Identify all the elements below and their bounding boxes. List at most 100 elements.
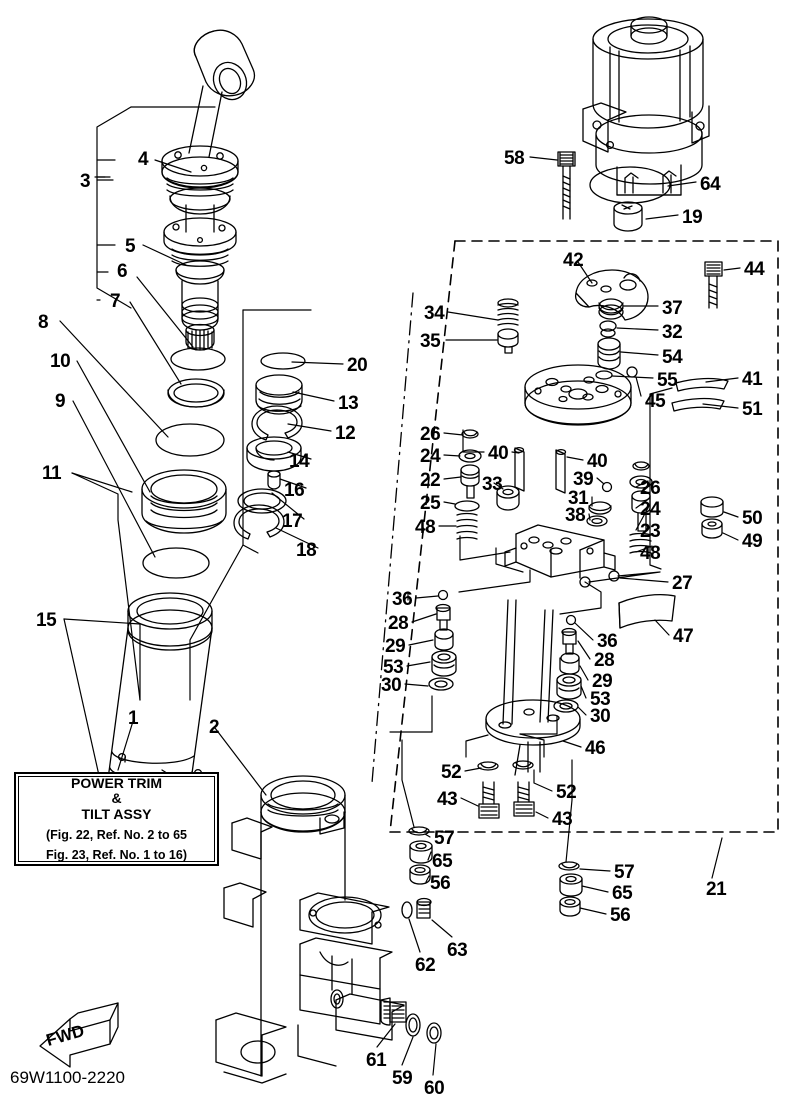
diagram-part-number: 69W1100-2220	[10, 1068, 125, 1087]
callout-44: 44	[744, 259, 765, 280]
callout-29-right: 29	[592, 671, 613, 692]
callout-59: 59	[392, 1068, 413, 1089]
cylinder-tube-group	[96, 592, 213, 818]
callout-43-left: 43	[437, 789, 458, 810]
assembly-ref-line1: (Fig. 22, Ref. No. 2 to 65	[46, 827, 187, 842]
callout-40-left: 40	[488, 443, 509, 464]
callout-56-right: 56	[610, 905, 631, 926]
callout-36-right: 36	[597, 631, 618, 652]
callout-52-right: 52	[556, 782, 577, 803]
callout-14: 14	[289, 451, 310, 472]
callout-28-left: 28	[388, 613, 409, 634]
drain-screw-group	[380, 997, 442, 1044]
base-plate-group	[485, 599, 581, 776]
callout-8: 8	[38, 312, 49, 333]
callout-18: 18	[296, 540, 317, 561]
callout-61: 61	[366, 1050, 387, 1071]
check-valve-left-group	[454, 429, 520, 540]
callout-55: 55	[657, 370, 678, 391]
callout-28-right: 28	[594, 650, 615, 671]
callout-31: 31	[568, 488, 589, 509]
callout-27: 27	[672, 573, 693, 594]
kit-boundary-dashed	[389, 240, 779, 833]
callout-12: 12	[335, 423, 356, 444]
callout-41: 41	[742, 369, 763, 390]
callout-49: 49	[742, 531, 763, 552]
seal-kit-parts-group	[233, 352, 306, 540]
callout-10: 10	[50, 351, 71, 372]
pump-plate-group	[574, 261, 729, 412]
callout-4: 4	[138, 149, 149, 170]
callout-33: 33	[482, 474, 503, 495]
callout-20: 20	[347, 355, 368, 376]
callout-50: 50	[742, 508, 763, 529]
callout-23: 23	[640, 521, 661, 542]
callout-3: 3	[80, 171, 91, 192]
callout-26-left: 26	[420, 424, 441, 445]
callout-34: 34	[424, 303, 445, 324]
callout-19: 19	[682, 207, 703, 228]
callout-7: 7	[110, 291, 121, 312]
callout-45: 45	[645, 391, 666, 412]
valve-seal-group	[586, 501, 612, 527]
tilt-ram-housing-group	[215, 775, 405, 1084]
callout-39: 39	[573, 469, 594, 490]
callout-52-left: 52	[441, 762, 462, 783]
lower-valve-body-group	[504, 524, 676, 629]
leader-lines	[59, 106, 741, 1076]
callout-35: 35	[420, 331, 441, 352]
callout-46: 46	[585, 738, 606, 759]
fastener-stack-left-group	[408, 761, 500, 885]
callout-53-left: 53	[383, 657, 404, 678]
bolt-stack-left-group	[428, 589, 457, 691]
callout-64: 64	[700, 174, 721, 195]
callout-25: 25	[420, 493, 441, 514]
callout-21: 21	[706, 879, 727, 900]
callout-32: 32	[662, 322, 683, 343]
callout-2: 2	[209, 717, 220, 738]
callout-17: 17	[282, 511, 303, 532]
callout-53-right: 53	[590, 689, 611, 710]
callout-11: 11	[42, 463, 62, 484]
callout-60: 60	[424, 1078, 445, 1099]
fastener-stack-right-group	[512, 760, 583, 917]
callout-22: 22	[420, 470, 441, 491]
callout-24-left: 24	[420, 446, 441, 467]
callout-36-left: 36	[392, 589, 413, 610]
callout-57-left: 57	[434, 828, 455, 849]
callout-26-right: 26	[640, 478, 661, 499]
callout-30-left: 30	[381, 675, 402, 696]
callout-62: 62	[415, 955, 436, 976]
assembly-title-line1: POWER TRIM	[71, 774, 162, 791]
seal-housing-group	[141, 469, 227, 579]
callout-56-left: 56	[430, 873, 451, 894]
callout-38: 38	[565, 505, 586, 526]
callout-24-right: 24	[640, 499, 661, 520]
assembly-title-box: POWER TRIM & TILT ASSY (Fig. 22, Ref. No…	[14, 772, 219, 866]
relief-valve-left-group	[497, 298, 519, 354]
callout-58: 58	[504, 148, 525, 169]
bolt-stack-right-group	[553, 614, 582, 713]
callout-48-right: 48	[640, 543, 661, 564]
callout-63: 63	[447, 940, 468, 961]
callout-65-left: 65	[432, 851, 453, 872]
callout-51: 51	[742, 399, 763, 420]
callout-1: 1	[128, 708, 139, 729]
assembly-title-line2: &	[111, 790, 122, 807]
callout-9: 9	[55, 391, 66, 412]
callout-57-right: 57	[614, 862, 635, 883]
callout-54: 54	[662, 347, 683, 368]
assembly-title-line3: TILT ASSY	[81, 806, 152, 823]
callout-65-right: 65	[612, 883, 633, 904]
callout-43-right: 43	[552, 809, 573, 830]
cylinder-rod-group	[155, 29, 255, 457]
callout-16: 16	[284, 480, 305, 501]
callout-37: 37	[662, 298, 683, 319]
callout-15: 15	[36, 610, 57, 631]
callout-29-left: 29	[385, 636, 406, 657]
fwd-arrow-icon	[39, 1002, 119, 1068]
callout-48-left: 48	[415, 517, 436, 538]
callout-13: 13	[338, 393, 359, 414]
